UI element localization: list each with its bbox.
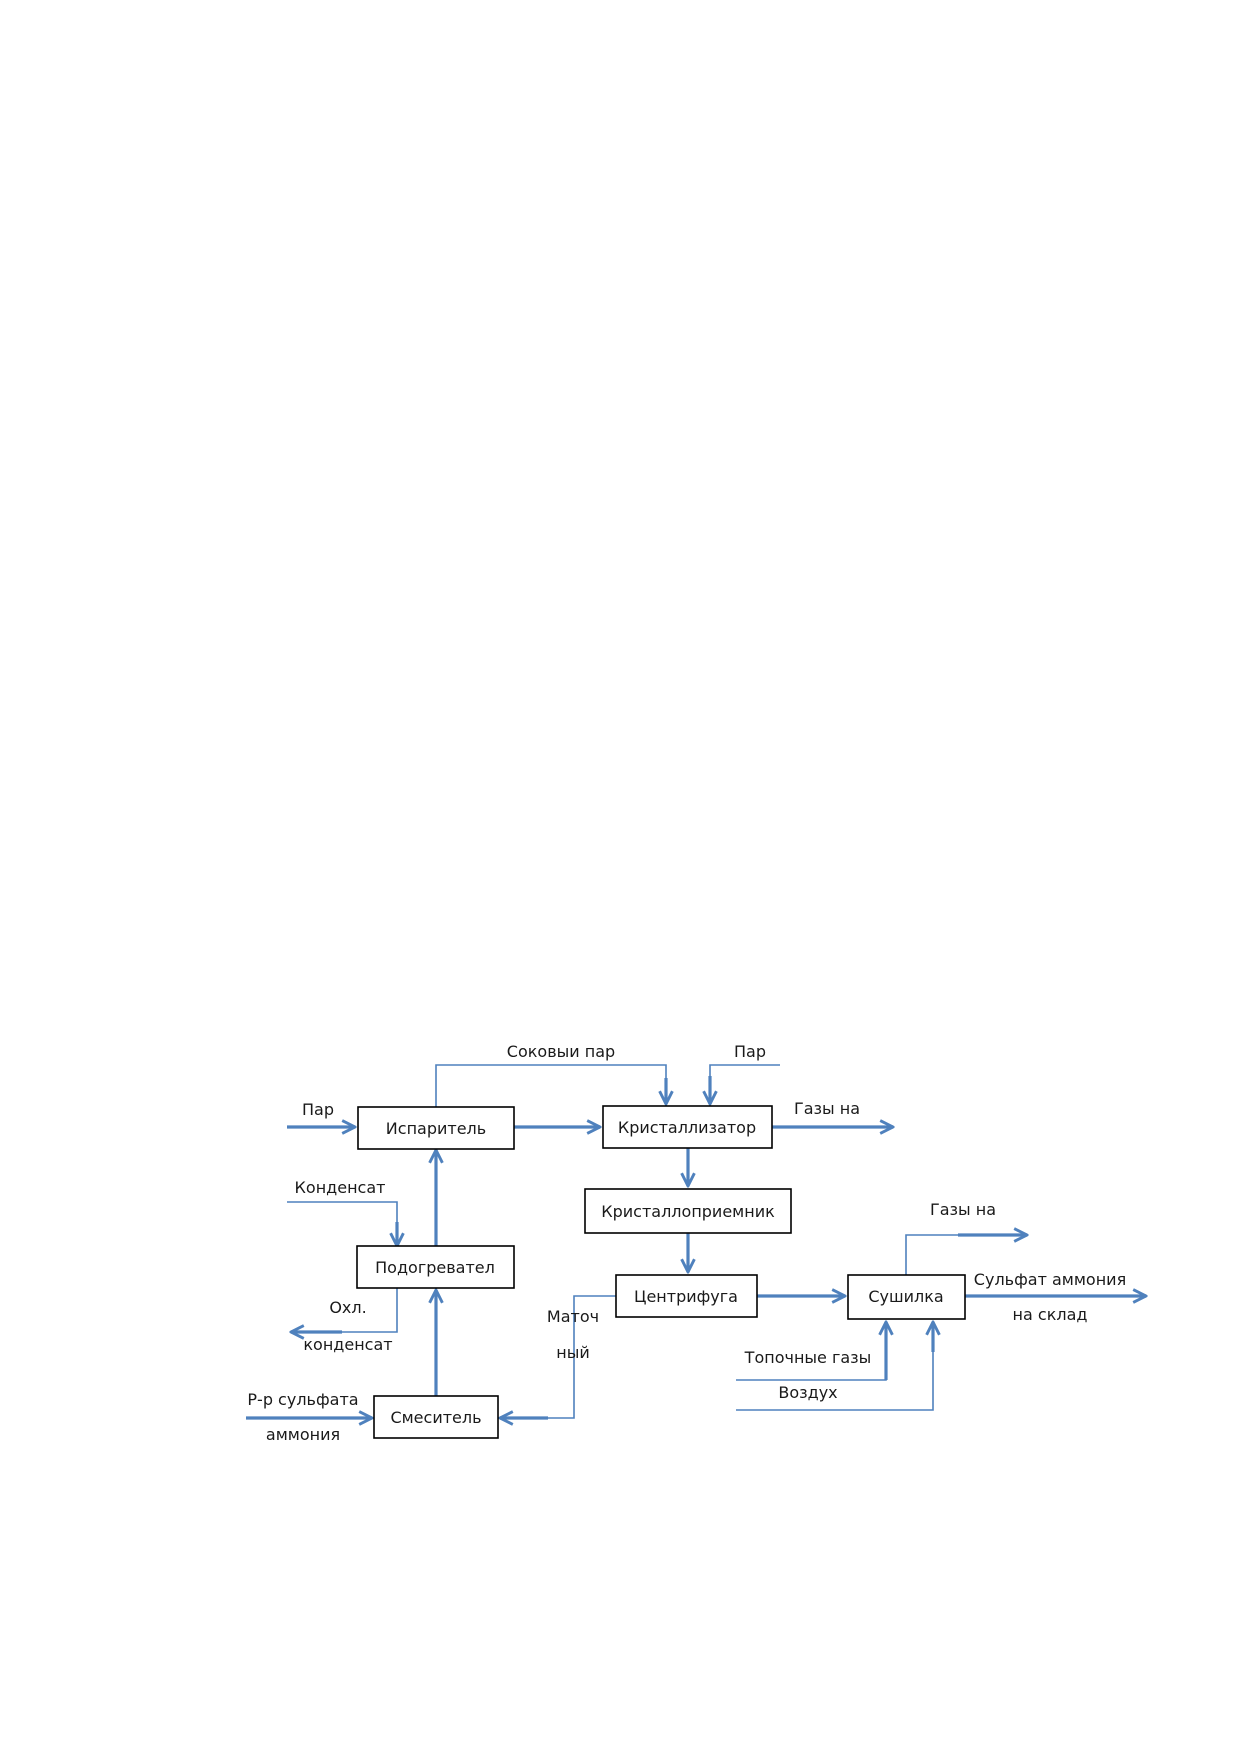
label-product-line2: на склад [1013,1305,1088,1324]
node-centrifuge-label: Центрифуга [634,1287,738,1306]
label-cooled-line1: Охл. [329,1298,366,1317]
node-mixer-label: Смеситель [390,1408,481,1427]
node-dryer: Сушилка [847,1274,966,1320]
label-mother-line1: Маточ [547,1307,599,1326]
node-mixer: Смеситель [373,1395,499,1439]
node-evaporator: Испаритель [357,1106,515,1150]
node-crystal-receiver-label: Кристаллоприемник [601,1202,775,1221]
node-crystal-receiver: Кристаллоприемник [584,1188,792,1234]
flow-condensate [287,1201,398,1225]
flow-mother-liquor [545,1295,616,1419]
node-evaporator-label: Испаритель [386,1119,486,1138]
label-condensate: Конденсат [295,1178,386,1197]
label-solution-line2: аммония [266,1425,340,1444]
label-air: Воздух [778,1383,837,1402]
label-gases-to-2: Газы на [930,1200,996,1219]
node-centrifuge: Центрифуга [615,1274,758,1318]
label-steam-left: Пар [302,1100,334,1119]
label-flue-gases: Топочные газы [744,1348,872,1367]
node-heater: Подогревател [356,1245,515,1289]
label-mother-line2: ный [556,1343,590,1362]
node-dryer-label: Сушилка [868,1287,943,1306]
flow-steam-to-crystallizer [709,1064,780,1078]
flow-juice-steam [435,1064,667,1107]
label-cooled-line2: конденсат [303,1335,392,1354]
label-juice-steam: Соковыи пар [507,1042,615,1061]
flow-cooled-condensate [340,1288,398,1333]
flow-dryer-gases [905,1234,960,1275]
label-product-line1: Сульфат аммония [974,1270,1126,1289]
label-gases-to-1: Газы на [794,1099,860,1118]
label-solution-line1: Р-р сульфата [247,1390,358,1409]
flow-air [736,1350,934,1411]
label-steam-top: Пар [734,1042,766,1061]
node-crystallizer-label: Кристаллизатор [618,1118,756,1137]
node-crystallizer: Кристаллизатор [602,1105,773,1149]
node-heater-label: Подогревател [375,1258,495,1277]
